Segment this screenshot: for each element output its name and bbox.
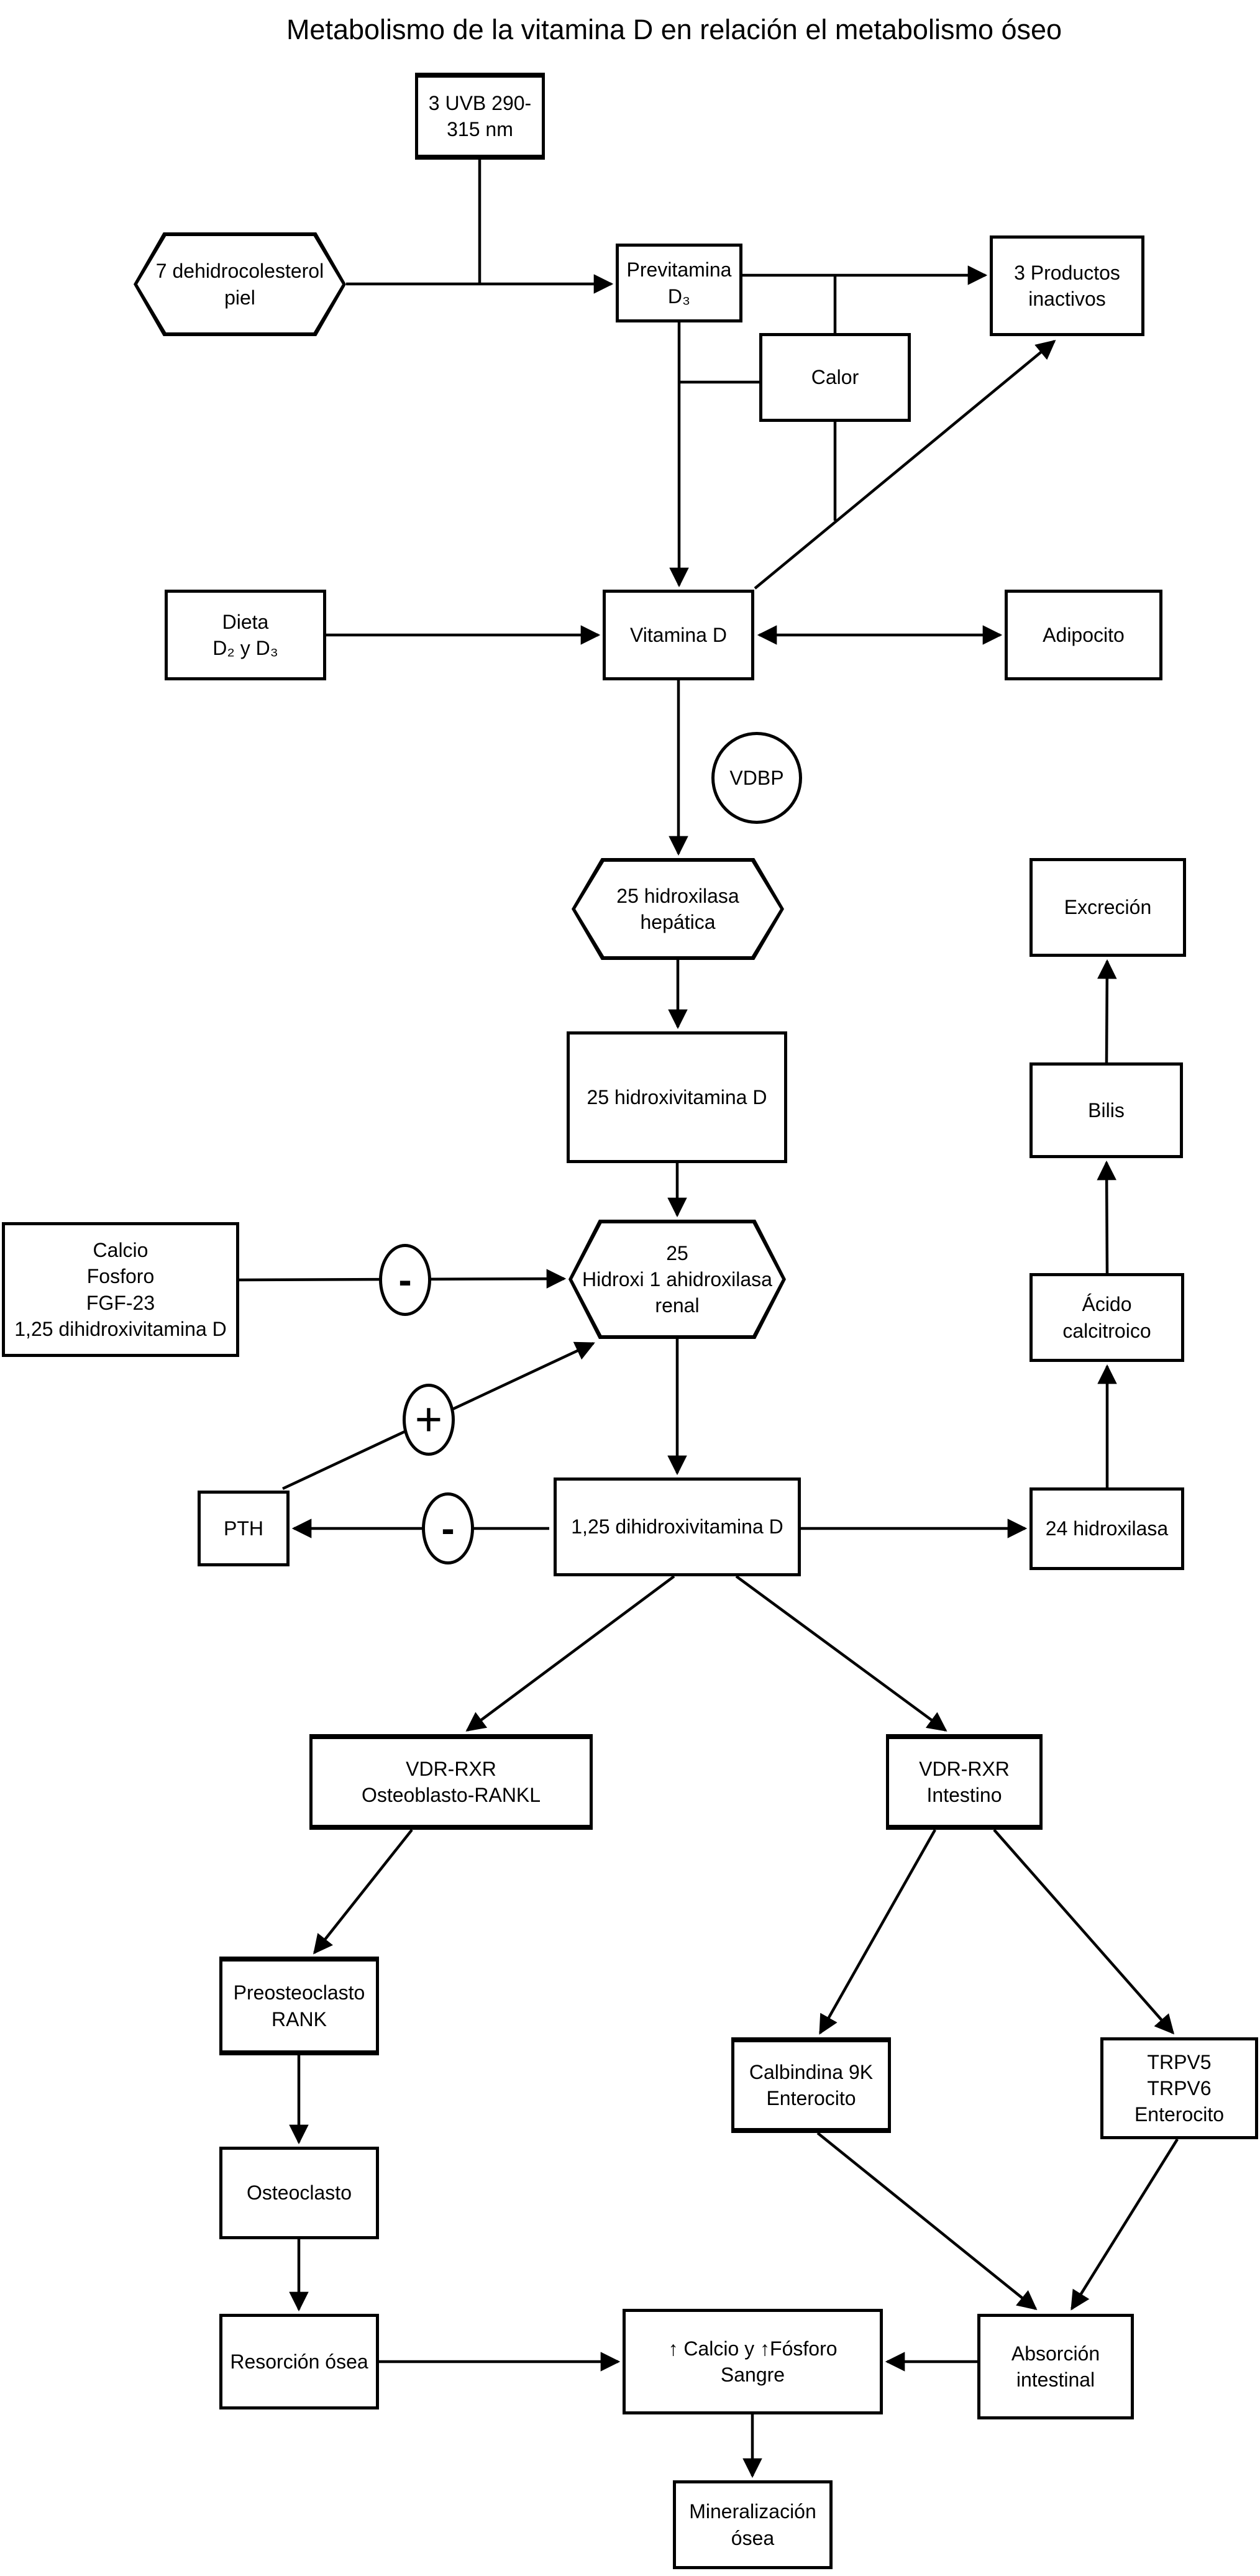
node-1-alfa-hidroxilasa-renal: 25 Hidroxi 1 ahidroxilasa renal xyxy=(568,1220,786,1339)
node-preosteoclasto-rank: Preosteoclasto RANK xyxy=(219,1957,379,2055)
node-7-dehidrocolesterol: 7 dehidrocolesterol piel xyxy=(134,232,346,336)
node-trpv5-trpv6: TRPV5 TRPV6 Enterocito xyxy=(1100,2037,1258,2139)
node-acido-calcitroico: Ácido calcitroico xyxy=(1029,1273,1184,1362)
arrow-vdr-osteoblasto-to-preosteoclasto xyxy=(313,1829,413,1955)
node-vitamina-d: Vitamina D xyxy=(603,590,754,680)
node-adipocito: Adipocito xyxy=(1005,590,1162,680)
node-1-alfa-hidroxilasa-renal-label: 25 Hidroxi 1 ahidroxilasa renal xyxy=(582,1241,772,1317)
node-resorcion-osea: Resorción ósea xyxy=(219,2314,379,2409)
sign-minus-reguladores: - xyxy=(379,1244,431,1316)
arrow-125-to-vdr-osteoblasto xyxy=(465,1575,675,1732)
node-vdr-rxr-intestino: VDR-RXR Intestino xyxy=(886,1734,1043,1830)
node-7-dehidrocolesterol-label: 7 dehidrocolesterol piel xyxy=(155,260,324,309)
node-24-hidroxilasa: 24 hidroxilasa xyxy=(1029,1487,1184,1570)
node-reguladores: Calcio Fosforo FGF-23 1,25 dihidroxivita… xyxy=(2,1222,239,1357)
diagram-title: Metabolismo de la vitamina D en relación… xyxy=(286,14,1062,45)
node-productos-inactivos: 3 Productos inactivos xyxy=(990,235,1144,336)
sign-plus-pth: + xyxy=(403,1384,455,1456)
arrow-vdr-intestino-to-trpv xyxy=(993,1829,1175,2035)
node-calbindina-9k: Calbindina 9K Enterocito xyxy=(731,2037,891,2133)
node-bilis: Bilis xyxy=(1029,1062,1183,1158)
arrow-vitamina-d-to-productos xyxy=(754,339,1056,590)
node-calor: Calor xyxy=(759,333,911,422)
node-vdbp: VDBP xyxy=(711,732,802,824)
hexagon-fill xyxy=(137,236,342,332)
node-25-hidroxivitamina-d: 25 hidroxivitamina D xyxy=(567,1031,787,1163)
node-previtamina-d3: Previtamina D₃ xyxy=(616,244,742,322)
node-calcio-fosforo-sangre: ↑ Calcio y ↑Fósforo Sangre xyxy=(623,2309,883,2414)
arrow-calbindina-to-absorcion xyxy=(816,2132,1038,2310)
hexagon-fill xyxy=(575,862,780,956)
node-pth: PTH xyxy=(198,1491,290,1566)
hexagon-fill xyxy=(572,1223,782,1335)
node-excrecion: Excreción xyxy=(1029,858,1186,957)
node-mineralizacion-osea: Mineralización ósea xyxy=(673,2480,833,2569)
node-osteoclasto: Osteoclasto xyxy=(219,2147,379,2239)
node-uvb: 3 UVB 290- 315 nm xyxy=(415,73,545,160)
node-125-dihidroxivitamina-d: 1,25 dihidroxivitamina D xyxy=(554,1478,801,1576)
node-vdr-rxr-osteoblasto: VDR-RXR Osteoblasto-RANKL xyxy=(309,1734,593,1830)
node-25-hidroxilasa-hepatica-label: 25 hidroxilasa hepática xyxy=(616,884,739,933)
node-25-hidroxilasa-hepatica: 25 hidroxilasa hepática xyxy=(572,858,784,960)
node-absorcion-intestinal: Absorción intestinal xyxy=(977,2314,1134,2419)
arrow-125-to-vdr-intestino xyxy=(735,1575,947,1732)
arrow-vdr-intestino-to-calbindina xyxy=(819,1829,936,2035)
sign-minus-pth: - xyxy=(422,1492,474,1564)
arrow-trpv-to-absorcion xyxy=(1071,2138,1179,2311)
node-dieta: Dieta D₂ y D₃ xyxy=(165,590,326,680)
